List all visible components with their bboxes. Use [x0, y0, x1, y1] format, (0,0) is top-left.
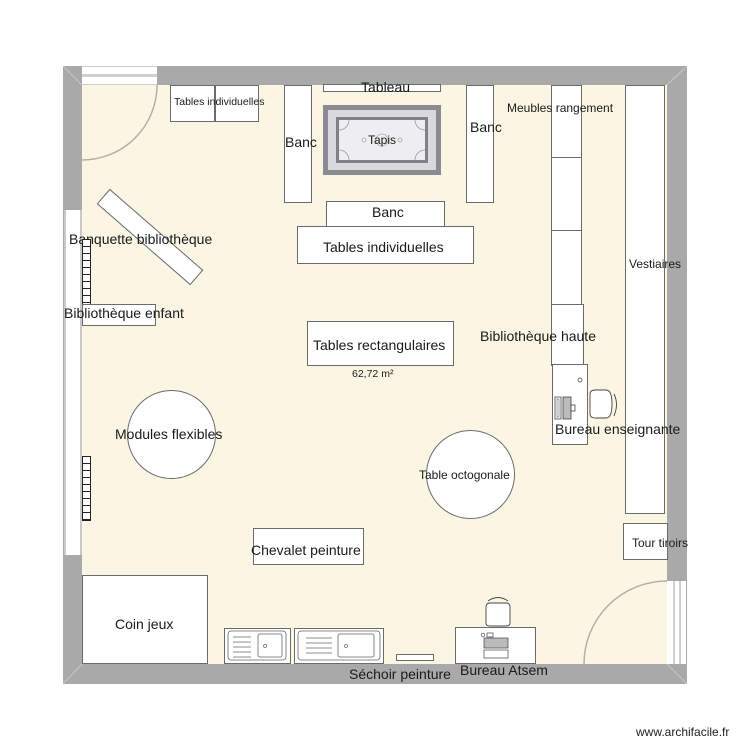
label-bureau-enseignante: Bureau enseignante: [555, 421, 681, 437]
computer-icon: [554, 396, 576, 420]
tour-tiroirs[interactable]: [623, 523, 668, 560]
label-banc-center: Banc: [372, 204, 404, 220]
label-bibliotheque-enfant: Bibliothèque enfant: [64, 305, 184, 321]
label-tapis: Tapis: [368, 133, 397, 147]
tapis[interactable]: [323, 105, 441, 175]
door-top-left-frame: [82, 66, 157, 85]
label-tables-individuelles-top: Tables individuelles: [174, 96, 265, 108]
label-banquette-bibliotheque: Banquette bibliothèque: [69, 231, 213, 247]
vestiaires[interactable]: [625, 85, 665, 514]
label-banc-left: Banc: [285, 134, 317, 150]
watermark[interactable]: www.archifacile.fr: [636, 725, 730, 739]
banc-left[interactable]: [284, 85, 312, 203]
computer-atsem-icon: [483, 632, 509, 659]
chair-atsem-icon[interactable]: [480, 595, 516, 627]
label-meubles-rangement: Meubles rangement: [507, 101, 614, 115]
label-tableau: Tableau: [361, 79, 411, 95]
sink-1-icon: [227, 630, 287, 661]
bureau-enseignante[interactable]: [552, 364, 588, 445]
label-bibliotheque-haute: Bibliothèque haute: [480, 328, 596, 344]
label-vestiaires: Vestiaires: [629, 257, 682, 271]
banc-right[interactable]: [466, 85, 494, 203]
label-bureau-atsem: Bureau Atsem: [460, 662, 548, 678]
label-table-octogonale: Table octogonale: [419, 468, 510, 482]
area-label: 62,72 m²: [352, 368, 394, 380]
bibliotheque-enfant[interactable]: [82, 304, 156, 326]
bibliotheque-haute[interactable]: [551, 304, 584, 366]
chevalet-peinture[interactable]: [253, 528, 364, 565]
table-octogonale[interactable]: [426, 430, 515, 519]
mouse-icon: [577, 377, 583, 383]
tableau[interactable]: [323, 84, 441, 92]
label-coin-jeux: Coin jeux: [115, 616, 174, 632]
label-modules-flexibles: Modules flexibles: [115, 426, 223, 442]
coin-jeux[interactable]: [82, 575, 208, 664]
sink-2[interactable]: [294, 628, 384, 664]
sechoir-peinture[interactable]: [396, 654, 434, 661]
door-bottom-right-frame: [667, 581, 686, 664]
label-chevalet-peinture: Chevalet peinture: [251, 542, 361, 558]
table-divider: [214, 86, 216, 121]
modules-flexibles[interactable]: [127, 390, 216, 479]
meubles-rangement-1[interactable]: [551, 85, 582, 159]
tapis-pattern: [338, 119, 426, 161]
mouse-atsem-icon: [480, 632, 486, 638]
label-banc-right: Banc: [470, 119, 502, 135]
tables-rectangulaires[interactable]: [307, 321, 454, 366]
chair-enseignante-icon[interactable]: [588, 388, 620, 422]
bibliotheque-enfant-shelf[interactable]: [82, 239, 91, 305]
sink-1[interactable]: [224, 628, 291, 664]
bureau-atsem[interactable]: [455, 627, 536, 664]
label-tour-tiroirs: Tour tiroirs: [632, 536, 689, 550]
window-left: [64, 210, 82, 555]
meubles-rangement-3[interactable]: [551, 230, 582, 306]
sink-2-icon: [297, 630, 381, 661]
meubles-rangement-2[interactable]: [551, 157, 582, 232]
label-sechoir-peinture: Séchoir peinture: [349, 666, 451, 682]
tables-individuelles-top[interactable]: [170, 85, 259, 122]
tables-individuelles-center[interactable]: [297, 226, 474, 264]
label-tables-individuelles-center: Tables individuelles: [323, 239, 444, 255]
label-tables-rectangulaires: Tables rectangulaires: [313, 337, 446, 353]
shelf-lower-left[interactable]: [82, 456, 91, 521]
